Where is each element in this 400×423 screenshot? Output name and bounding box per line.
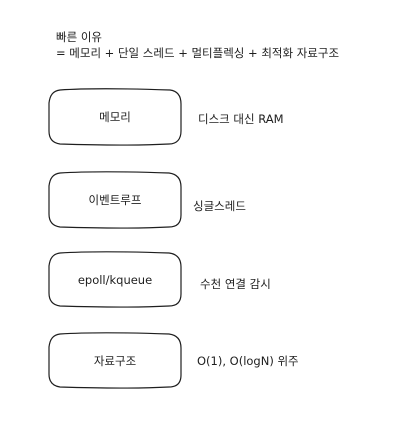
step-note-data-structures: O(1), O(logN) 위주 xyxy=(197,354,299,368)
diagram-formula: = 메모리 + 단일 스레드 + 멀티플렉싱 + 최적화 자료구조 xyxy=(56,46,340,60)
step-label-epoll: epoll/kqueue xyxy=(77,273,153,287)
step-note-memory: 디스크 대신 RAM xyxy=(198,112,284,126)
diagram-title: 빠른 이유 xyxy=(56,30,102,44)
step-label-event-loop: 이벤트루프 xyxy=(88,193,142,207)
step-note-event-loop: 싱글스레드 xyxy=(193,199,246,213)
step-box-memory xyxy=(48,88,182,146)
step-label-data-structures: 자료구조 xyxy=(93,354,137,368)
step-note-epoll: 수천 연결 감시 xyxy=(200,277,271,291)
step-box-data-structures xyxy=(48,332,182,389)
step-box-event-loop xyxy=(48,171,182,229)
step-label-memory: 메모리 xyxy=(99,110,131,124)
step-box-epoll xyxy=(48,251,182,308)
